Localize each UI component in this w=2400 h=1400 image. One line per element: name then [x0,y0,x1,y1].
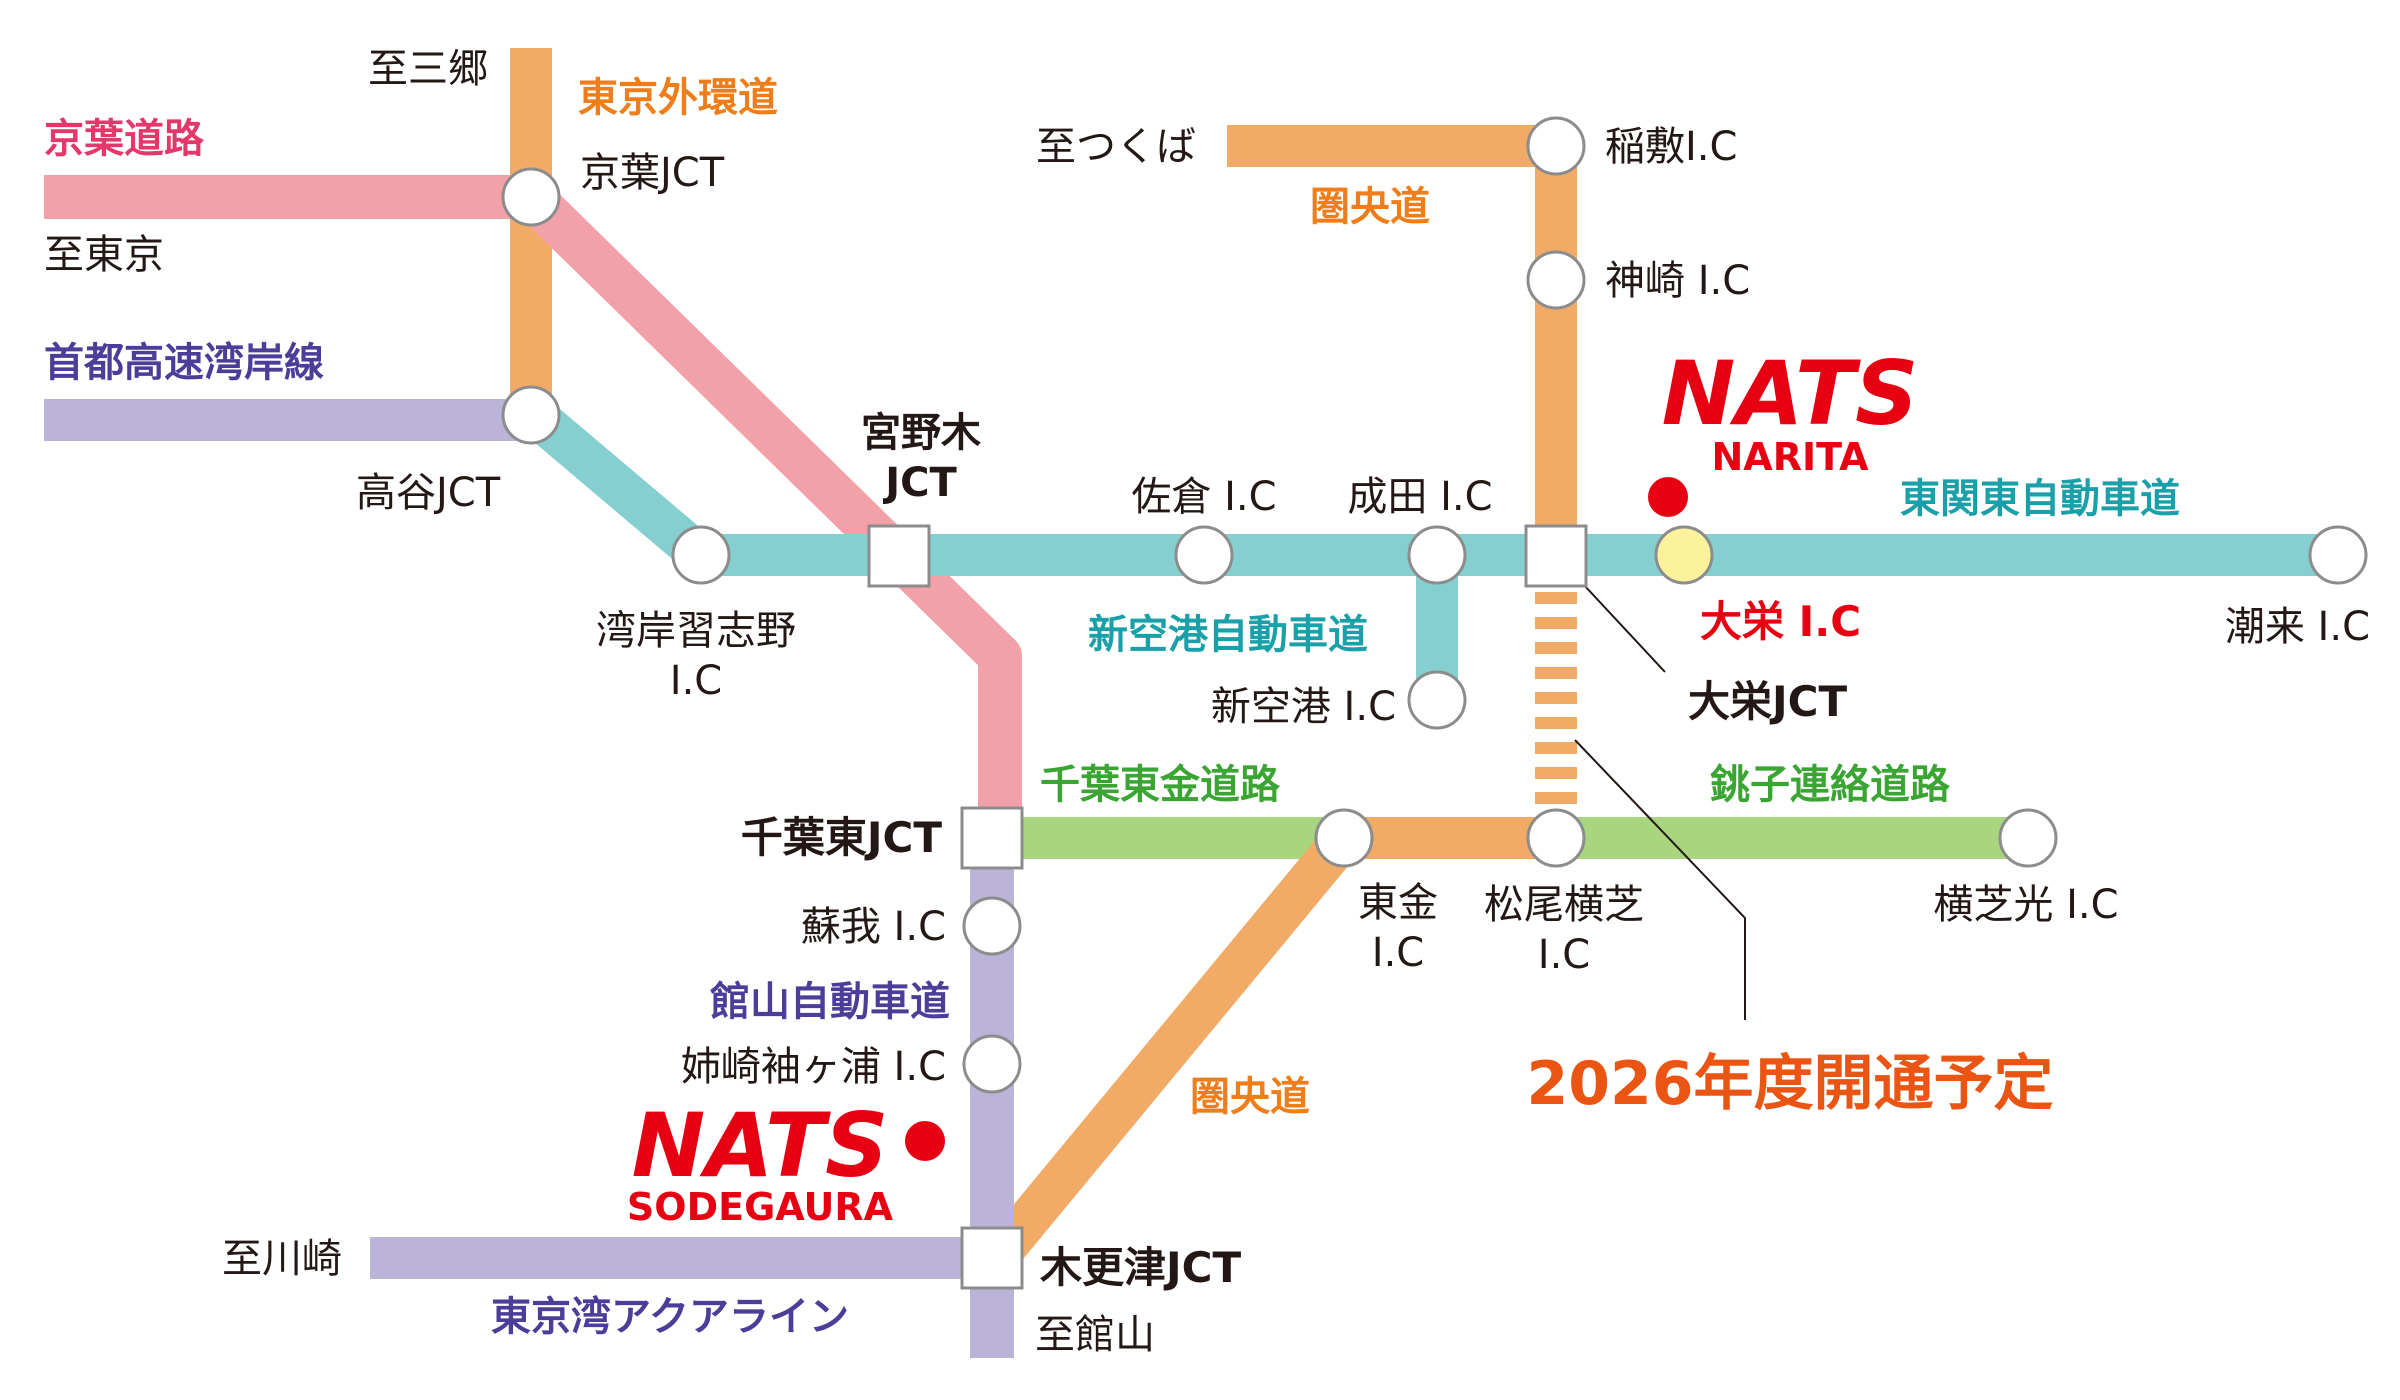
ic-label-anesaki: 姉崎袖ヶ浦 I.C [681,1044,946,1090]
ic-label-narita: 成田 I.C [1347,474,1492,520]
road-label-keiyo: 京葉道路 [44,116,205,162]
keiyo-road-line [44,175,1022,830]
miyanogi-jct-node[interactable] [867,524,931,588]
dest-tsukuba: 至つくば [1036,124,1196,170]
road-label-choshi: 銚子連絡道路 [1710,762,1951,808]
itako-ic-node[interactable] [2308,525,2368,585]
soga-ic-node[interactable] [962,896,1022,956]
ic-label-kozaki: 神崎 I.C [1605,258,1750,304]
jct-label-miyanogi-1: 宮野木 [861,410,981,456]
road-label-shinkuko: 新空港自動車道 [1088,612,1368,658]
nats-narita-sub: NARITA [1712,435,1870,479]
kisarazu-jct-node[interactable] [960,1226,1024,1290]
chibahigashi-jct-node[interactable] [960,806,1024,870]
ic-label-inashiki: 稲敷I.C [1605,124,1737,170]
dest-misato: 至三郷 [368,46,488,92]
plan-note-leader [1574,739,1746,1020]
wangan-narashino-ic-node[interactable] [671,525,731,585]
road-label-higashikanto: 東関東自動車道 [1900,476,2180,522]
togane-ic-node[interactable] [1314,808,1374,868]
road-label-kenodo-north: 圏央道 [1310,184,1430,230]
ic-label-wangan-narashino-2: I.C [670,658,722,704]
narita-ic-node[interactable] [1407,525,1467,585]
ic-label-wangan-narashino-1: 湾岸習志野 [596,608,796,654]
road-label-chibatogane: 千葉東金道路 [1040,762,1281,808]
yokoshiba-ic-node[interactable] [1998,808,2058,868]
taiei-ic-node[interactable] [1654,525,1714,585]
takaya-jct-node[interactable] [501,385,561,445]
plan-note: 2026年度開通予定 [1527,1049,2054,1119]
shinkuko-ic-node[interactable] [1407,670,1467,730]
sakura-ic-node[interactable] [1174,525,1234,585]
keiyo-jct-node[interactable] [501,167,561,227]
inashiki-ic-node[interactable] [1526,116,1586,176]
dest-tokyo: 至東京 [44,232,164,278]
jct-label-miyanogi-2: JCT [882,460,957,506]
ic-label-sakura: 佐倉 I.C [1131,474,1276,520]
anesaki-ic-node[interactable] [962,1034,1022,1094]
ic-label-shinkuko: 新空港 I.C [1211,684,1396,730]
ic-label-togane-2: I.C [1372,930,1424,976]
ic-label-matsuo-1: 松尾横芝 [1484,882,1644,928]
ic-label-yokoshiba: 横芝光 I.C [1933,882,2118,928]
road-label-kenodo-south: 圏央道 [1190,1074,1310,1120]
jct-label-chibahigashi: 千葉東JCT [741,813,942,862]
nats-narita-marker [1648,477,1688,517]
nats-narita-logo: NATS [1662,342,1919,445]
jct-label-kisarazu: 木更津JCT [1040,1243,1241,1292]
nats-sodegaura-sub: SODEGAURA [627,1185,894,1229]
ic-label-itako: 潮来 I.C [2225,604,2370,650]
nats-sodegaura-logo: NATS [632,1094,889,1197]
jct-label-takaya: 高谷JCT [356,470,501,516]
matsuo-ic-node[interactable] [1526,808,1586,868]
dest-kawasaki: 至川崎 [222,1236,342,1282]
road-label-gaikan: 東京外環道 [578,75,778,121]
jct-label-keiyo: 京葉JCT [580,150,725,196]
kenodo-south-line [983,817,1556,1268]
nats-sodegaura-marker [905,1121,945,1161]
road-label-aqualine: 東京湾アクアライン [491,1294,849,1340]
taiei-jct-node[interactable] [1524,524,1588,588]
road-label-wangan: 首都高速湾岸線 [44,340,324,386]
ic-label-soga: 蘇我 I.C [801,904,946,950]
jct-label-taiei: 大栄JCT [1688,677,1847,726]
kozaki-ic-node[interactable] [1526,250,1586,310]
road-label-tateyama: 館山自動車道 [710,979,950,1025]
ic-label-togane-1: 東金 [1358,880,1438,926]
ic-label-matsuo-2: I.C [1538,932,1590,978]
dest-tateyama: 至館山 [1035,1312,1155,1358]
ic-label-taiei: 大栄 I.C [1700,597,1861,646]
